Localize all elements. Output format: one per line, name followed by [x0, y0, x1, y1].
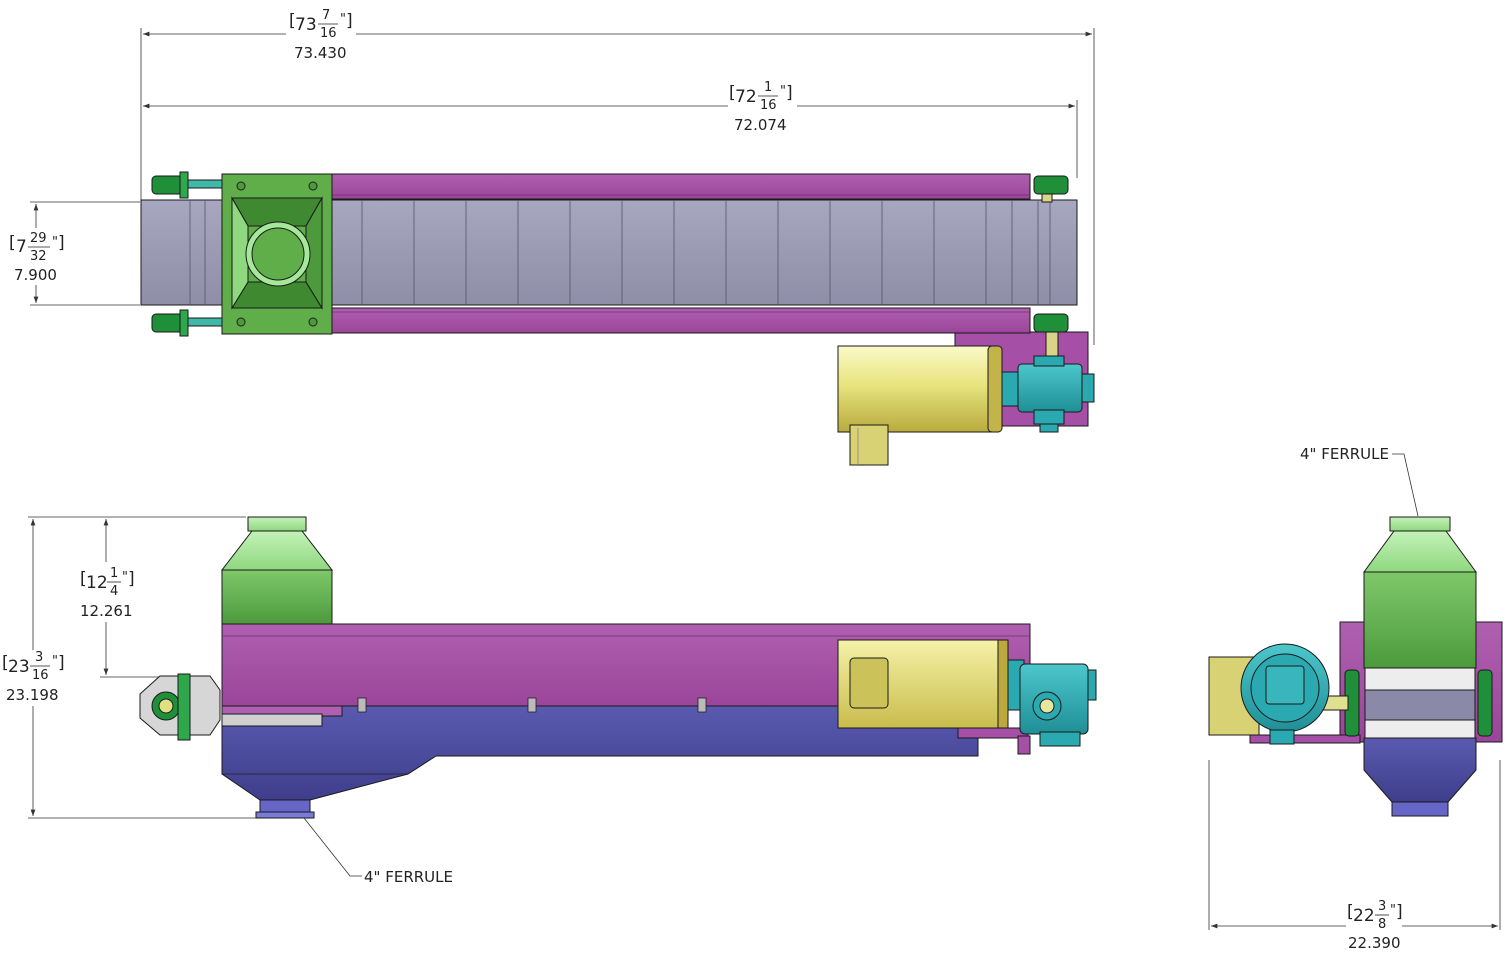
- svg-text:[: [: [1347, 902, 1354, 922]
- svg-text:22.390: 22.390: [1348, 934, 1401, 952]
- svg-text:72.074: 72.074: [734, 116, 787, 134]
- svg-text:[: [: [80, 569, 87, 589]
- svg-text:8: 8: [1378, 917, 1386, 932]
- svg-text:73.430: 73.430: [294, 44, 347, 62]
- dim-belt-width: [ 7 29 32 " ] 7.900: [9, 231, 65, 284]
- svg-text:7.900: 7.900: [14, 266, 57, 284]
- svg-text:4: 4: [110, 584, 118, 599]
- ferrule-label-top: 4" FERRULE: [1300, 445, 1389, 463]
- dim-overall-height: [ 23 3 16 " ] 23.198: [2, 650, 65, 704]
- motor-top-view: [837, 345, 1003, 466]
- motor-side-view: [837, 639, 1009, 729]
- hopper-top-view: [221, 173, 333, 335]
- svg-text:16: 16: [32, 668, 49, 683]
- svg-text:16: 16: [760, 98, 777, 113]
- svg-text:": ": [340, 12, 346, 27]
- svg-text:": ": [52, 235, 58, 250]
- tail-bearing-bottom: [151, 309, 225, 337]
- end-view: [1208, 453, 1503, 930]
- svg-text:[: [: [9, 233, 16, 253]
- svg-text:29: 29: [30, 231, 47, 246]
- svg-text:[: [: [729, 83, 736, 103]
- hopper-end-view: [1363, 516, 1477, 669]
- head-bearing-top: [1033, 175, 1069, 203]
- svg-text:7: 7: [322, 8, 330, 23]
- svg-text:16: 16: [320, 26, 337, 41]
- svg-text:12: 12: [86, 573, 108, 593]
- svg-text:": ": [52, 654, 58, 669]
- ferrule-label-bottom: 4" FERRULE: [364, 868, 453, 886]
- svg-text:23: 23: [8, 657, 30, 677]
- svg-text:1: 1: [764, 80, 772, 95]
- svg-text:": ": [122, 570, 128, 585]
- svg-text:]: ]: [346, 11, 353, 31]
- svg-text:1: 1: [110, 566, 118, 581]
- svg-text:32: 32: [30, 249, 47, 264]
- tail-bearing-top: [151, 171, 225, 199]
- svg-text:3: 3: [35, 650, 43, 665]
- svg-text:]: ]: [786, 83, 793, 103]
- gearbox-top-view: [1001, 355, 1095, 433]
- svg-text:]: ]: [128, 569, 135, 589]
- top-view: [30, 28, 1095, 466]
- svg-text:23.198: 23.198: [6, 686, 59, 704]
- gearbox-end-view: [1240, 643, 1330, 745]
- tail-bearing-side: [139, 673, 221, 741]
- svg-text:[: [: [289, 11, 296, 31]
- svg-text:]: ]: [58, 653, 65, 673]
- dim-frame-length: [ 72 1 16 " ] 72.074: [729, 80, 793, 134]
- svg-text:]: ]: [58, 233, 65, 253]
- dim-overall-length: [ 73 7 16 " ] 73.430: [289, 8, 353, 62]
- dim-hopper-height: [ 12 1 4 " ] 12.261: [80, 566, 135, 620]
- svg-text:]: ]: [1396, 902, 1403, 922]
- svg-text:": ": [780, 84, 786, 99]
- dim-overall-width: [ 22 3 8 " ] 22.390: [1347, 899, 1403, 952]
- hopper-side-view: [220, 516, 334, 625]
- gearbox-side-view: [1007, 659, 1097, 747]
- svg-text:72: 72: [735, 87, 757, 107]
- svg-text:22: 22: [1353, 906, 1375, 926]
- svg-text:3: 3: [1378, 899, 1386, 914]
- svg-text:73: 73: [295, 15, 317, 35]
- svg-text:": ": [1390, 903, 1396, 918]
- svg-text:7: 7: [16, 237, 27, 257]
- svg-text:12.261: 12.261: [80, 602, 133, 620]
- side-view: [28, 516, 1097, 877]
- svg-text:[: [: [2, 653, 9, 673]
